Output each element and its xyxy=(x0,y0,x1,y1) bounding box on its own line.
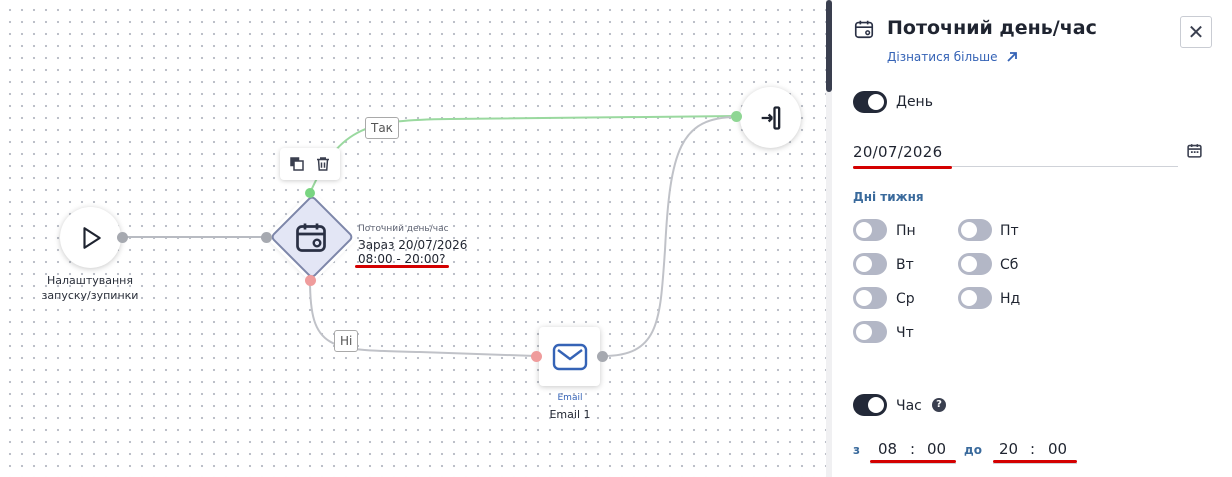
exit-icon xyxy=(761,105,780,130)
settings-panel xyxy=(832,0,1232,477)
weekday-label-sat: Сб xyxy=(1000,257,1019,273)
weekday-toggle-mon[interactable] xyxy=(853,219,887,241)
play-icon xyxy=(82,226,101,249)
condition-node-title: Поточний день/час xyxy=(358,224,449,234)
weekday-toggle-fri[interactable] xyxy=(958,219,992,241)
email-input-port[interactable] xyxy=(531,351,542,362)
weekday-label-thu: Чт xyxy=(896,325,914,341)
date-annotation-underline xyxy=(853,166,952,169)
to-minutes-input[interactable]: 00 xyxy=(1048,440,1068,458)
copy-icon[interactable] xyxy=(288,155,306,173)
weekday-label-mon: Пн xyxy=(896,223,916,239)
canvas-scrollbar-thumb[interactable] xyxy=(826,0,832,92)
weekday-label-fri: Пт xyxy=(1000,223,1019,239)
start-node-caption: Налаштування запуску/зупинки xyxy=(41,274,139,302)
annotation-underline xyxy=(355,265,449,268)
date-input-underline xyxy=(853,166,1178,167)
condition-node-icon-wrap xyxy=(289,215,333,259)
learn-more-label: Дізнатися більше xyxy=(887,50,998,64)
weekday-toggle-knob xyxy=(961,290,977,306)
panel-calendar-icon xyxy=(853,18,875,44)
time-toggle[interactable] xyxy=(853,394,887,416)
date-input[interactable]: 20/07/2026 xyxy=(853,143,943,161)
to-separator: : xyxy=(1030,440,1036,458)
weekday-toggle-wed[interactable] xyxy=(853,287,887,309)
weekday-label-tue: Вт xyxy=(896,257,914,273)
time-toggle-knob xyxy=(868,397,884,413)
envelope-icon xyxy=(552,343,587,370)
weekday-toggle-knob xyxy=(856,324,872,340)
date-picker-icon[interactable] xyxy=(1186,142,1203,163)
node-toolbar xyxy=(280,148,340,180)
start-node-output-port[interactable] xyxy=(117,232,128,243)
to-time-underline xyxy=(993,463,1077,464)
time-to-prefix: до xyxy=(964,443,982,457)
condition-yes-port[interactable] xyxy=(305,188,315,198)
close-icon: ✕ xyxy=(1187,20,1205,44)
external-link-icon xyxy=(1006,52,1017,62)
weekday-toggle-knob xyxy=(856,222,872,238)
time-from-prefix: з xyxy=(853,443,860,457)
exit-input-port[interactable] xyxy=(731,111,742,122)
exit-node[interactable] xyxy=(740,87,801,148)
email-output-port[interactable] xyxy=(597,351,608,362)
edge-yes-label: Так xyxy=(365,117,399,139)
condition-no-port[interactable] xyxy=(305,275,316,286)
weekday-toggle-knob xyxy=(856,290,872,306)
time-toggle-label: Час xyxy=(896,398,922,414)
panel-title: Поточний день/час xyxy=(887,17,1097,39)
learn-more-link[interactable]: Дізнатися більше xyxy=(887,50,1018,64)
weekday-toggle-knob xyxy=(856,256,872,272)
trash-icon[interactable] xyxy=(314,155,332,173)
to-hours-input[interactable]: 20 xyxy=(999,440,1019,458)
close-button[interactable]: ✕ xyxy=(1180,16,1212,48)
weekday-toggle-thu[interactable] xyxy=(853,321,887,343)
weekday-label-sun: Нд xyxy=(1000,291,1021,307)
email-node[interactable] xyxy=(539,327,600,386)
weekday-toggle-knob xyxy=(961,256,977,272)
from-time-underline xyxy=(870,463,956,464)
email-node-name: Email 1 xyxy=(549,408,591,421)
to-time-annotation-underline xyxy=(993,460,1077,463)
weekday-toggle-knob xyxy=(961,222,977,238)
time-help-icon[interactable]: ? xyxy=(932,398,946,412)
edge-email-to-exit xyxy=(602,116,738,357)
calendar-clock-icon xyxy=(296,223,326,252)
day-toggle-knob xyxy=(868,94,884,110)
condition-node-time: 08:00 - 20:00? xyxy=(358,252,446,266)
from-time-annotation-underline xyxy=(870,460,956,463)
flow-canvas[interactable]: Налаштування запуску/зупинки Так Ні Пото… xyxy=(0,0,826,477)
from-separator: : xyxy=(910,440,916,458)
condition-node-now: Зараз 20/07/2026 xyxy=(358,238,468,252)
email-node-type: Email xyxy=(557,393,583,403)
start-node[interactable] xyxy=(60,207,121,268)
condition-input-port[interactable] xyxy=(261,232,272,243)
from-minutes-input[interactable]: 00 xyxy=(927,440,947,458)
weekday-toggle-sat[interactable] xyxy=(958,253,992,275)
canvas-scrollbar[interactable] xyxy=(826,0,832,477)
day-toggle[interactable] xyxy=(853,91,887,113)
weekday-toggle-tue[interactable] xyxy=(853,253,887,275)
from-hours-input[interactable]: 08 xyxy=(878,440,898,458)
day-toggle-label: День xyxy=(896,94,933,110)
edge-no-label: Ні xyxy=(334,330,359,352)
weekday-label-wed: Ср xyxy=(896,291,915,307)
weekdays-section-label: Дні тижня xyxy=(853,190,924,204)
weekday-toggle-sun[interactable] xyxy=(958,287,992,309)
